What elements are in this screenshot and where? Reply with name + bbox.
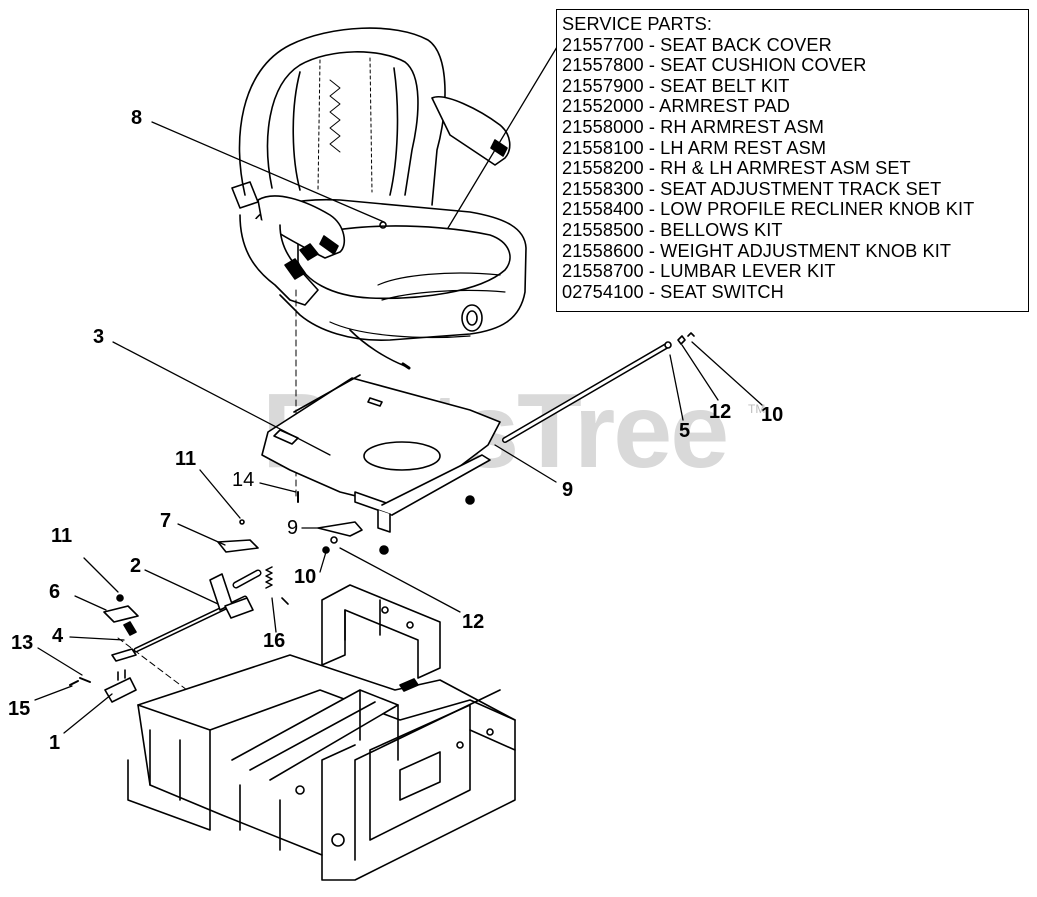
callout-8: 8: [131, 107, 143, 129]
seat-assembly-drawing: [231, 27, 527, 370]
callout-7: 7: [160, 510, 172, 532]
callout-4: 4: [52, 625, 64, 647]
service-part-item: 21552000 - ARMREST PAD: [562, 96, 790, 117]
callout-9-lower: 9: [287, 517, 299, 539]
callout-13: 13: [11, 632, 34, 654]
service-part-item: 21558700 - LUMBAR LEVER KIT: [562, 261, 836, 282]
service-part-item: 21558500 - BELLOWS KIT: [562, 219, 783, 240]
service-part-item: 21558000 - RH ARMREST ASM: [562, 116, 824, 137]
callout-1: 1: [49, 732, 61, 754]
callout-11-lower: 11: [51, 525, 73, 547]
service-part-item: 21557700 - SEAT BACK COVER: [562, 34, 832, 55]
callout-15: 15: [8, 698, 31, 720]
leader-lines: [34, 41, 763, 734]
service-parts-heading: SERVICE PARTS:: [562, 14, 712, 34]
callout-6: 6: [49, 581, 61, 603]
service-part-item: 21558600 - WEIGHT ADJUSTMENT KNOB KIT: [562, 240, 952, 261]
callout-2: 2: [130, 555, 142, 577]
service-parts-box: SERVICE PARTS: 21557700 - SEAT BACK COVE…: [556, 9, 1029, 312]
service-part-item: 21558400 - LOW PROFILE RECLINER KNOB KIT: [562, 199, 975, 220]
service-part-item: 02754100 - SEAT SWITCH: [562, 281, 784, 302]
callout-3: 3: [93, 326, 105, 348]
callout-14: 14: [232, 469, 255, 491]
callout-10-lower: 10: [294, 566, 317, 588]
callout-10-rod: 10: [761, 404, 784, 426]
callout-9-plate: 9: [562, 479, 574, 501]
service-part-item: 21558100 - LH ARM REST ASM: [562, 137, 827, 158]
callout-16: 16: [263, 630, 286, 652]
callout-5: 5: [679, 420, 691, 442]
watermark-trademark: TM: [748, 402, 766, 416]
seat-plate-drawing: [261, 374, 501, 555]
mower-frame-drawing: [127, 584, 516, 881]
callout-11-upper: 11: [175, 448, 197, 470]
callout-12-lower: 12: [462, 611, 485, 633]
service-part-item: 21557900 - SEAT BELT KIT: [562, 75, 790, 96]
service-part-item: 21558200 - RH & LH ARMREST ASM SET: [562, 158, 911, 179]
service-part-item: 21558300 - SEAT ADJUSTMENT TRACK SET: [562, 178, 942, 199]
service-part-item: 21557800 - SEAT CUSHION COVER: [562, 55, 867, 76]
callout-12-rod: 12: [709, 401, 732, 423]
